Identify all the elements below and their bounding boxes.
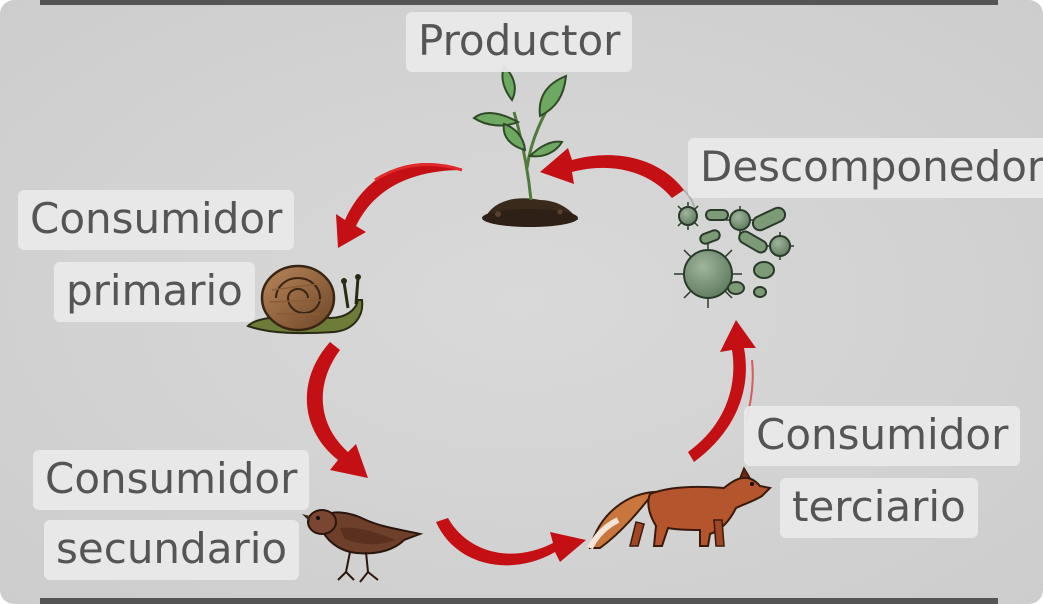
bottom-border <box>40 598 998 604</box>
arrow-secondary-to-tertiary <box>436 518 586 566</box>
plant-icon <box>472 64 578 227</box>
label-tertiary-consumer-line2: terciario <box>780 478 978 538</box>
arrow-producer-to-primary <box>336 163 463 248</box>
label-decomposer: Descomponedor <box>688 138 1043 198</box>
bird-icon <box>302 509 424 583</box>
fox-icon <box>587 466 773 550</box>
arrow-primary-to-secondary <box>306 342 368 478</box>
label-producer: Productor <box>406 12 633 72</box>
snail-icon <box>246 264 364 335</box>
top-border <box>40 0 998 5</box>
bacteria-icon <box>674 202 794 308</box>
label-primary-consumer-line1: Consumidor <box>18 190 295 250</box>
label-secondary-consumer-line1: Consumidor <box>33 450 310 510</box>
label-secondary-consumer-line2: secundario <box>44 520 300 580</box>
label-tertiary-consumer-line1: Consumidor <box>744 406 1021 466</box>
label-primary-consumer-line2: primario <box>54 262 255 322</box>
